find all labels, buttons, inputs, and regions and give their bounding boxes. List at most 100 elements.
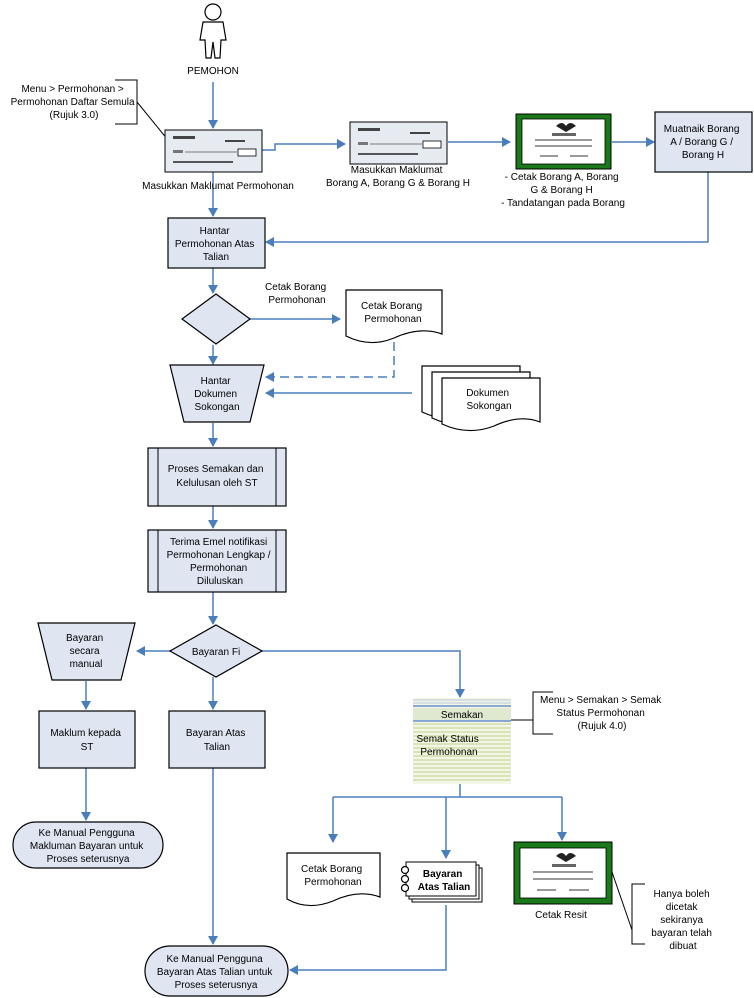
doc-line: Cetak Borang [301, 864, 362, 875]
terima-emel-box: Terima Emel notifikasi Permohonan Lengka… [147, 529, 287, 593]
note-menu-permohonan: Menu > Permohonan > Permohonan Daftar Se… [11, 79, 169, 141]
certificate-icon [515, 113, 612, 170]
bayaran-book-icon: Bayaran Atas Talian [400, 861, 483, 903]
box-line: Borang H [682, 150, 724, 161]
ke-manual-terminator-2: Ke Manual Pengguna Bayaran Atas Talian u… [144, 945, 289, 997]
form-icon-borang [349, 121, 448, 165]
note-hanya-boleh: Hanya boleh dicetak sekiranya bayaran te… [611, 871, 714, 952]
cetak-borang-list: - Cetak Borang A, Borang G & Borang H - … [501, 172, 625, 209]
svg-text:Dokumen Sokongan: Dokumen Sokongan [466, 388, 512, 412]
maklum-st-box: Maklum kepada ST [38, 710, 136, 769]
muatnaik-box: Muatnaik Borang A / Borang G / Borang H [654, 111, 753, 173]
svg-text:Cetak Borang Permohonan: Cetak Borang Permohonan [301, 864, 365, 888]
box-line: Permohonan [190, 563, 247, 574]
cetak-borang-edge-label: Cetak Borang Permohonan [265, 282, 329, 306]
box-line: Permohonan Lengkap / [167, 550, 271, 561]
cetak-borang-document-2: Cetak Borang Permohonan [286, 852, 381, 907]
book-line: Atas Talian [418, 882, 471, 893]
form-icon-permohonan [164, 129, 263, 173]
label-line: - Cetak Borang A, Borang [505, 172, 619, 183]
note-line: bayaran telah [651, 928, 712, 939]
note-line: (Rujuk 3.0) [50, 110, 99, 121]
note-line: Status Permohonan [556, 708, 644, 719]
panel-line: Permohonan [420, 747, 477, 758]
box-line: manual [70, 659, 103, 670]
svg-text:Bayaran Atas Talian: Bayaran Atas Talian [418, 869, 471, 893]
panel-line: Semak Status [416, 734, 478, 745]
box-line: Hantar [201, 376, 232, 387]
box-line: Ke Manual Pengguna [39, 828, 136, 839]
box-line: Muatnaik Borang [664, 124, 740, 135]
label-line: Borang A, Borang G & Borang H [326, 178, 470, 189]
ke-manual-terminator-1: Ke Manual Pengguna Makluman Bayaran untu… [12, 821, 164, 869]
label-line: Masukkan Maklumat [351, 165, 443, 176]
svg-text:Menu > Semakan > Semak S: Menu > Semakan > Semak Status Permohonan… [540, 695, 664, 732]
cetak-borang-document-1: Cetak Borang Permohonan [345, 289, 443, 344]
hantar-dokumen-trapezoid: Hantar Dokumen Sokongan [169, 364, 265, 423]
doc-line: Dokumen [466, 388, 509, 399]
box-line: Diluluskan [197, 576, 243, 587]
svg-text:Maklum kepada ST: Maklum kepada ST [50, 728, 123, 753]
pemohon-actor: PEMOHON [187, 3, 239, 77]
actor-label: PEMOHON [187, 66, 239, 77]
svg-text:Proses Semakan dan Kelul: Proses Semakan dan Kelulusan oleh ST [168, 464, 266, 489]
svg-text:Ke Manual Pengguna Maklu: Ke Manual Pengguna Makluman Bayaran untu… [30, 828, 146, 865]
note-line: Menu > Permohonan > [21, 84, 123, 95]
connectors [81, 82, 709, 975]
proses-semakan-box: Proses Semakan dan Kelulusan oleh ST [147, 447, 287, 507]
box-line: Hantar [200, 226, 231, 237]
note-line: Menu > Semakan > Semak [540, 695, 662, 706]
note-line: (Rujuk 4.0) [578, 721, 627, 732]
note-line: sekiranya [660, 915, 703, 926]
svg-text:Ke Manual Pengguna Bayar: Ke Manual Pengguna Bayaran Atas Talian u… [157, 954, 275, 991]
box-line: Maklum kepada [50, 728, 121, 739]
dokumen-sokongan-documents: Dokumen Sokongan [421, 365, 541, 432]
note-line: dicetak [666, 902, 699, 913]
svg-text:Menu > Permohonan > Perm: Menu > Permohonan > Permohonan Daftar Se… [11, 84, 138, 121]
label-line: Permohonan [268, 295, 325, 306]
label-line: G & Borang H [530, 185, 592, 196]
box-line: Proses seterusnya [175, 980, 258, 991]
note-line: Hanya boleh [654, 889, 710, 900]
box-line: Talian [204, 742, 230, 753]
svg-text:Cetak Borang Permohonan: Cetak Borang Permohonan [361, 301, 425, 325]
doc-line: Sokongan [466, 401, 511, 412]
hantar-permohonan-box: Hantar Permohonan Atas Talian [167, 217, 266, 269]
decision-label: Bayaran Fi [192, 647, 240, 658]
book-line: Bayaran [423, 869, 462, 880]
box-line: secara [70, 646, 100, 657]
box-line: ST [81, 742, 94, 753]
box-line: Proses Semakan dan [168, 464, 264, 475]
semakan-panel: Semakan Semak Status Permohonan [413, 698, 511, 784]
doc-line: Cetak Borang [361, 301, 422, 312]
svg-text:Bayaran Atas Talian: Bayaran Atas Talian [186, 728, 248, 753]
doc-line: Permohonan [304, 877, 361, 888]
svg-text:Hantar Dokumen Sok: Hantar Dokumen Sokongan [194, 376, 240, 413]
svg-text:Terima Emel notifikasi P: Terima Emel notifikasi Permohonan Lengka… [167, 537, 274, 587]
resit-certificate-icon [513, 841, 613, 905]
bayaran-manual-trapezoid: Bayaran secara manual [37, 622, 136, 681]
label-line: - Tandatangan pada Borang [501, 198, 625, 209]
svg-text:Muatnaik Borang A / Bora: Muatnaik Borang A / Borang G / Borang H [664, 124, 742, 161]
svg-text:Hanya boleh dicetak: Hanya boleh dicetak sekiranya bayaran te… [651, 889, 714, 952]
note-line: dibuat [669, 941, 696, 952]
masukkan-borang-label: Masukkan Maklumat Borang A, Borang G & B… [326, 165, 470, 189]
box-line: Proses seterusnya [47, 854, 130, 865]
box-line: Bayaran Atas [186, 728, 245, 739]
box-line: Sokongan [194, 402, 239, 413]
box-line: Ke Manual Pengguna [167, 954, 264, 965]
box-line: Makluman Bayaran untuk [30, 841, 144, 852]
box-line: Permohonan Atas [175, 239, 255, 250]
svg-text:Hantar Permohonan Atas: Hantar Permohonan Atas Talian [175, 226, 257, 263]
label-line: Cetak Borang [265, 282, 326, 293]
masukkan-permohonan-label: Masukkan Maklumat Permohonan [142, 181, 294, 192]
svg-text:Bayaran secara man: Bayaran secara manual [66, 633, 106, 670]
decision-bayaran-fi: Bayaran Fi [168, 624, 264, 678]
decision-cetak-borang [180, 293, 252, 345]
box-line: Dokumen [194, 389, 237, 400]
doc-line: Permohonan [364, 314, 421, 325]
box-line: Kelulusan oleh ST [176, 478, 257, 489]
semakan-header: Semakan [441, 710, 483, 721]
svg-text:Semak Status Permohonan: Semak Status Permohonan [416, 734, 481, 758]
